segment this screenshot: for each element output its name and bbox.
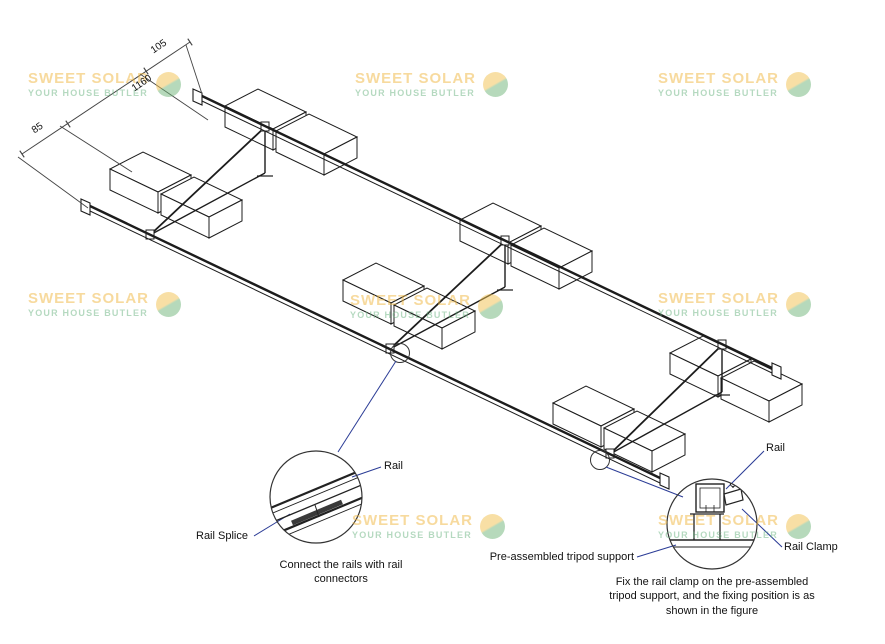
tripod-supports-group [145,121,730,459]
splice-location-marker [390,343,410,363]
detail-rail-line [270,467,362,511]
ballast-block-side [651,433,686,473]
splice-caption: Connect the rails with rail connectors [279,559,403,586]
tripod-base [149,172,266,236]
rail-splice-label: Rail Splice [196,530,248,542]
leader-to-clamp-detail [605,466,684,498]
detail-circle-splice [269,450,363,544]
dimension-tick [143,67,149,75]
dimension-tick [187,38,193,46]
ballast-block-side [208,199,243,239]
dimension-line [21,41,191,155]
leader-tripod-support [636,544,677,558]
tripod-brace [609,344,723,455]
rail-label-left: Rail [384,460,403,472]
detail-clamp [666,478,758,570]
detail-splice [269,450,363,544]
tripod-base [609,391,723,455]
extension-line [59,125,133,173]
ballast-blocks-group [108,88,804,473]
front-rail-endcap [80,198,91,216]
leader-to-splice-detail [337,360,397,453]
ballast-block-side [768,383,803,423]
leader-rail-clamp [741,508,783,548]
front-rail-flange [89,210,661,484]
dimension-tick [65,120,71,128]
dimension-tick [19,150,25,158]
detail-rail-inner [699,487,721,509]
front-rail [89,204,661,480]
detail-joint-line [314,504,320,518]
front-rail-endcap [659,472,670,490]
back-rail-flange [201,100,773,374]
leader-lines [253,360,783,558]
back-rail [201,94,773,370]
detail-rail-line [270,474,362,516]
leader-rail-right [725,450,765,490]
rail-label-right: Rail [766,442,785,454]
clamp-location-marker [590,450,610,470]
clamp-caption: Fix the rail clamp on the pre-assembled … [609,576,815,617]
tripod-brace [389,240,506,350]
detail-clamp-piece [723,488,744,506]
detail-rail-section [695,483,725,513]
detail-circle-clamp [666,478,758,570]
extension-line [185,44,203,95]
rail-clamp-label: Rail Clamp [784,541,838,553]
extension-line [17,156,89,209]
tripod-support-label: Pre-assembled tripod support [489,551,634,563]
ballast-block-side [441,310,476,350]
tripod-brace [149,126,266,236]
extension-line [139,73,209,121]
back-rail-endcap [771,362,782,380]
back-rail-endcap [192,88,203,106]
detail-rail-line [270,483,362,525]
callout-markers [390,343,610,470]
rails-group [80,88,782,490]
dimension-lines [17,38,209,209]
